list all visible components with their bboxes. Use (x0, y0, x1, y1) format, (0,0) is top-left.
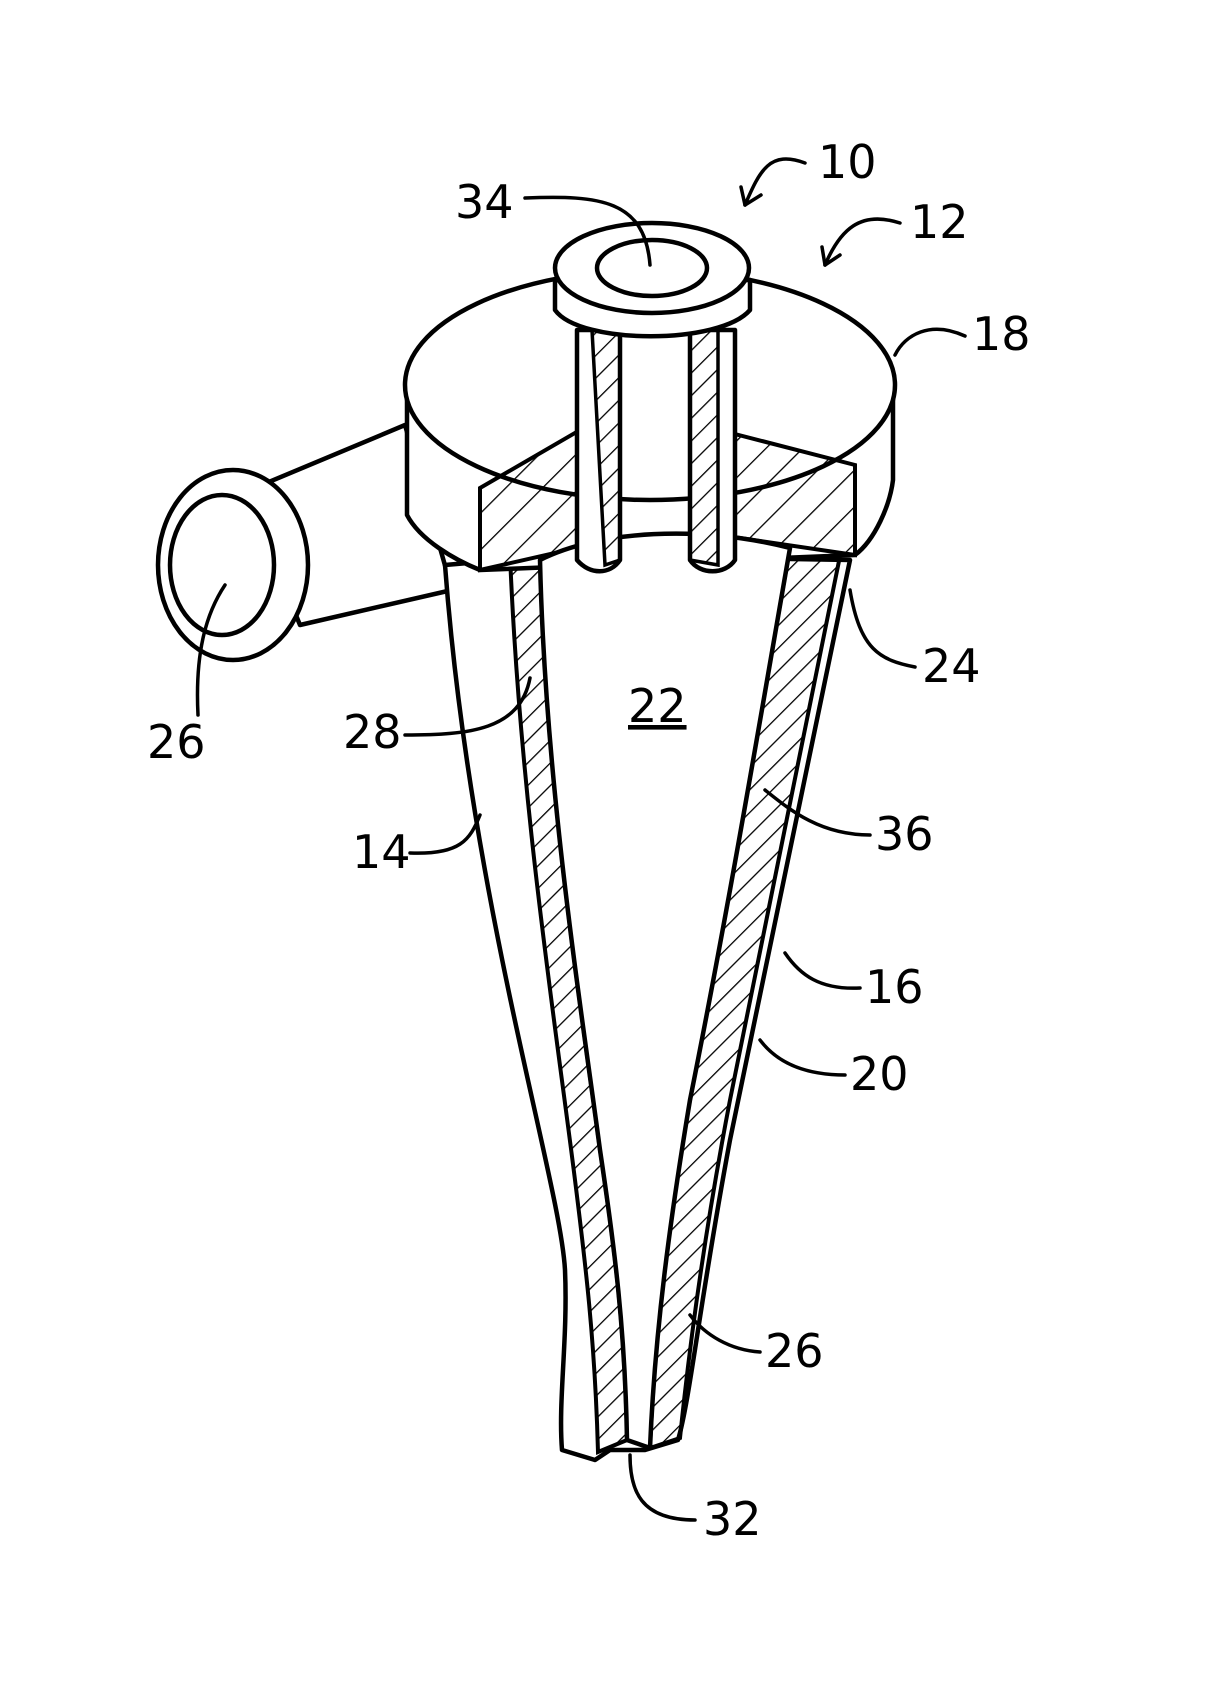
label-18: 18 (972, 307, 1031, 361)
label-26-inlet: 26 (147, 715, 206, 769)
label-26-liner: 26 (765, 1324, 824, 1378)
label-20: 20 (850, 1047, 909, 1101)
label-14: 14 (352, 825, 411, 879)
label-22: 22 (628, 679, 687, 733)
label-24: 24 (922, 639, 981, 693)
label-16: 16 (865, 960, 924, 1014)
label-36: 36 (875, 807, 934, 861)
label-12: 12 (910, 195, 969, 249)
label-10: 10 (818, 135, 877, 189)
label-32: 32 (703, 1492, 762, 1546)
label-28: 28 (343, 705, 402, 759)
label-34: 34 (455, 175, 514, 229)
